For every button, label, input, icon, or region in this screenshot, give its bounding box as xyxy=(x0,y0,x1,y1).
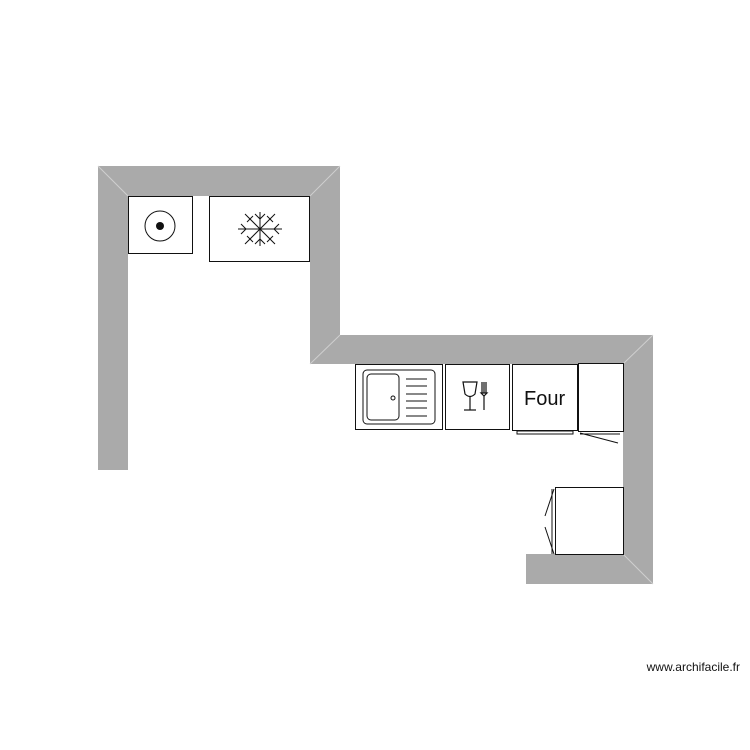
wall-top-left xyxy=(98,166,340,196)
corner-cabinet[interactable] xyxy=(578,363,624,432)
bottom-cabinet[interactable] xyxy=(555,487,624,555)
snowflake-icon xyxy=(238,212,282,246)
wall-step-vertical xyxy=(310,166,340,364)
dishwasher[interactable] xyxy=(445,364,510,430)
sink-icon xyxy=(362,369,436,425)
wall-right xyxy=(623,335,653,584)
hob[interactable] xyxy=(128,196,193,254)
hob-burner-icon xyxy=(144,210,176,242)
sink[interactable] xyxy=(355,364,443,430)
oven-label: Four xyxy=(524,388,566,410)
glass-fork-icon xyxy=(462,381,489,411)
watermark[interactable]: www.archifacile.fr xyxy=(646,660,740,674)
wall-bottom xyxy=(526,554,653,584)
oven[interactable]: Four xyxy=(512,364,578,431)
freezer[interactable] xyxy=(209,196,310,262)
wall-left xyxy=(98,166,128,470)
wall-middle xyxy=(310,335,653,364)
